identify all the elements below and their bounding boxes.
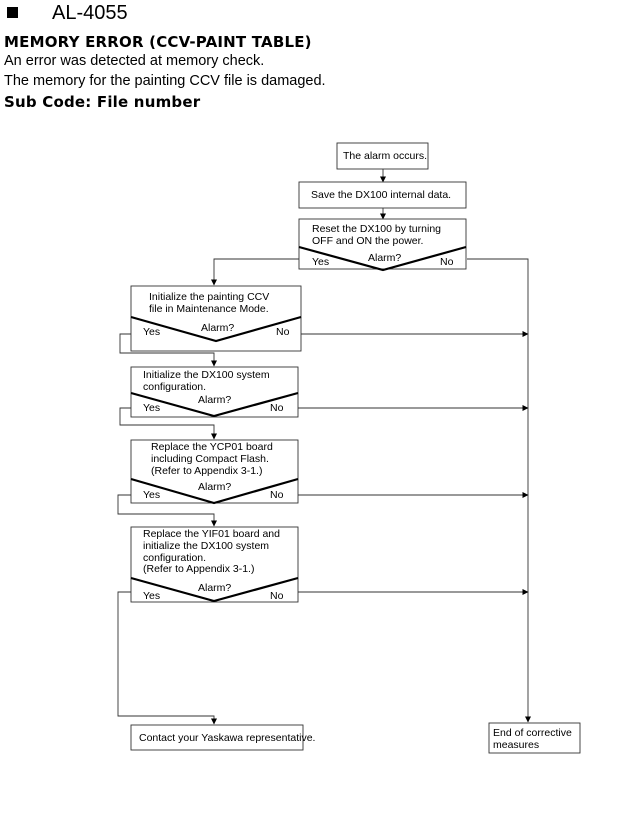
step4-text-1: Replace the YIF01 board and — [143, 528, 280, 540]
error-title: MEMORY ERROR (CCV-PAINT TABLE) — [4, 33, 312, 51]
step4-text-2: initialize the DX100 system — [143, 540, 269, 552]
step1-yes-label: Yes — [143, 326, 160, 338]
reset-step-text-1: Reset the DX100 by turning — [312, 223, 441, 235]
arrow-reset-yes — [211, 258, 300, 286]
save-step-box — [298, 181, 467, 209]
step1-alarm-label: Alarm? — [201, 322, 234, 334]
reset-no-label: No — [440, 256, 454, 268]
step4-no-label: No — [270, 590, 284, 602]
step3-no-label: No — [270, 489, 284, 501]
step2-yes-label: Yes — [143, 402, 160, 414]
step4-text-3: configuration. — [143, 552, 206, 564]
step4-decision-diamond — [130, 576, 299, 603]
step1-no-label: No — [276, 326, 290, 338]
step4-box — [130, 526, 299, 603]
step2-text-1: Initialize the DX100 system — [143, 369, 270, 381]
step3-text-1: Replace the YCP01 board — [151, 441, 273, 453]
error-description-line-2: The memory for the painting CCV file is … — [4, 73, 326, 89]
contact-text: Contact your Yaskawa representative. — [139, 732, 315, 744]
reset-alarm-label: Alarm? — [368, 252, 401, 264]
error-description-line-1: An error was detected at memory check. — [4, 53, 265, 69]
step1-decision-diamond — [130, 315, 302, 343]
start-box — [336, 142, 429, 170]
arrow-step3-yes — [117, 494, 217, 527]
step2-no-label: No — [270, 402, 284, 414]
end-text-1: End of corrective — [493, 727, 572, 739]
arrow-step4-yes — [117, 591, 217, 725]
step3-box — [130, 439, 299, 504]
step4-alarm-label: Alarm? — [198, 582, 231, 594]
step3-decision-diamond — [130, 477, 299, 505]
step3-text-2: including Compact Flash. — [151, 453, 269, 465]
flow-connectors — [117, 169, 531, 725]
arrow-reset-no — [467, 258, 531, 723]
step2-box — [130, 366, 299, 418]
step1-text-1: Initialize the painting CCV — [149, 291, 269, 303]
step2-alarm-label: Alarm? — [198, 394, 231, 406]
reset-step-text-2: OFF and ON the power. — [312, 235, 423, 247]
end-box — [488, 722, 581, 754]
contact-box — [130, 724, 304, 751]
reset-yes-label: Yes — [312, 256, 329, 268]
step2-decision-diamond — [130, 391, 299, 418]
step4-text-4: (Refer to Appendix 3-1.) — [143, 563, 254, 575]
step3-yes-label: Yes — [143, 489, 160, 501]
arrow-step2-yes — [119, 407, 217, 440]
start-text: The alarm occurs. — [343, 150, 427, 162]
reset-decision-diamond — [298, 245, 467, 272]
save-step-text: Save the DX100 internal data. — [311, 189, 451, 201]
section-bullet-icon — [7, 7, 18, 18]
end-text-2: measures — [493, 739, 539, 751]
alarm-code: AL-4055 — [52, 2, 128, 24]
sub-code-label: Sub Code: File number — [4, 93, 201, 111]
step4-yes-label: Yes — [143, 590, 160, 602]
step3-alarm-label: Alarm? — [198, 481, 231, 493]
step2-text-2: configuration. — [143, 381, 206, 393]
step1-text-2: file in Maintenance Mode. — [149, 303, 269, 315]
arrow-step1-yes — [119, 333, 217, 367]
step3-text-3: (Refer to Appendix 3-1.) — [151, 465, 262, 477]
